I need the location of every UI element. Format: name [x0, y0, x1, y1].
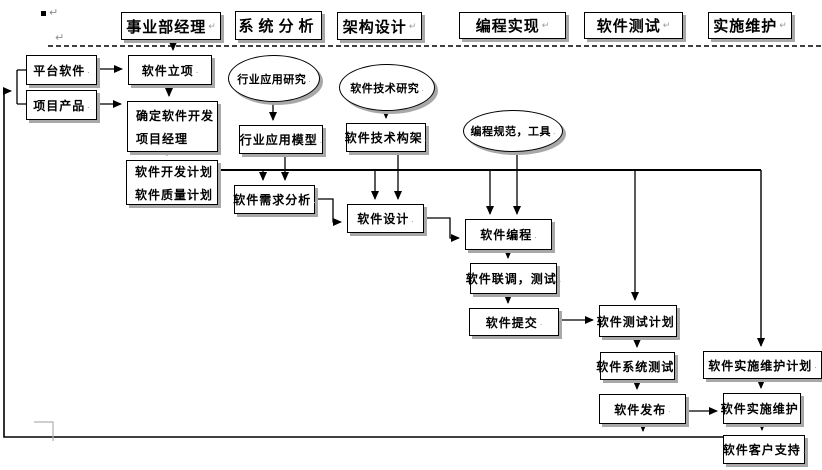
paragraph-mark-icon: .	[424, 132, 428, 143]
node-label: 项目产品	[33, 98, 86, 113]
paragraph-mark-icon: ↵	[208, 20, 216, 31]
node-label: 软件实施维护	[720, 402, 799, 416]
node-label: 软件实施维护计划	[708, 358, 813, 373]
paragraph-mark-icon: .	[534, 229, 537, 240]
node-label: 软件立项	[141, 63, 194, 78]
header-label: 实施维护	[713, 18, 778, 35]
paragraph-mark-icon: .	[308, 73, 311, 84]
paragraph-mark-icon: .	[195, 65, 199, 75]
paragraph-mark-icon: .	[800, 403, 804, 414]
header-software-testing[interactable]: 软件测试↵	[584, 12, 683, 39]
node-label: 软件需求分析	[233, 193, 312, 207]
node-software-technical-architecture[interactable]: 软件技术构架.	[344, 123, 428, 152]
paragraph-mark-icon: ↵	[408, 20, 417, 31]
node-system-test[interactable]: 软件系统测试.	[596, 352, 679, 380]
paragraph-mark-icon: ↵	[49, 7, 59, 19]
node-software-submission[interactable]: 软件提交.	[469, 308, 559, 336]
node-test-plan[interactable]: 软件测试计划.	[596, 305, 680, 337]
node-requirements-analysis[interactable]: 软件需求分析.	[233, 185, 316, 214]
header-label: 架构设计	[342, 18, 407, 36]
node-label: 软件联调，测试	[465, 272, 557, 286]
node-label: 软件编程	[480, 228, 533, 242]
paragraph-mark-icon: .	[676, 316, 680, 326]
node-label: 软件测试计划	[596, 314, 675, 329]
paragraph-mark-icon: .	[802, 444, 806, 455]
node-label: 软件系统测试	[596, 359, 675, 374]
header-programming[interactable]: 编程实现↵	[459, 12, 566, 39]
node-label: 软件提交	[485, 315, 538, 330]
paragraph-mark-icon: .	[319, 134, 323, 145]
node-label: 平台软件	[33, 63, 86, 78]
paragraph-mark-icon: .	[411, 213, 414, 224]
node-software-design[interactable]: 软件设计.	[347, 204, 424, 233]
edge-requirements-to-design	[313, 198, 342, 226]
node-integration-testing[interactable]: 软件联调，测试.	[466, 263, 561, 294]
feedback-source-bracket	[16, 69, 26, 105]
ellipse-coding-standards-tools[interactable]: 编程规范，工具.	[463, 110, 563, 152]
header-label: 软件测试	[596, 18, 661, 35]
node-label-line2: 软件质量计划	[135, 187, 214, 202]
node-label: 软件技术构架	[344, 131, 423, 145]
paragraph-mark-icon: .	[676, 361, 679, 371]
node-project-product[interactable]: 项目产品.	[26, 90, 97, 120]
header-division-manager[interactable]: 事业部经理↵	[121, 12, 221, 40]
paragraph-mark-icon: .	[552, 126, 556, 136]
edge-design-to-programming	[422, 217, 460, 242]
node-label: 软件发布	[614, 402, 667, 417]
paragraph-mark-icon: ↵	[55, 32, 65, 44]
header-label: 编程实现	[475, 18, 540, 35]
header-implementation-maintenance[interactable]: 实施维护↵	[708, 12, 792, 39]
node-label: 软件设计	[357, 212, 410, 226]
ellipse-label: 行业应用研究	[237, 73, 307, 86]
paragraph-mark-icon: .	[421, 82, 424, 93]
node-label: 行业应用模型	[239, 133, 318, 147]
feedback-return-line	[3, 91, 723, 438]
node-implementation-maintenance[interactable]: 软件实施维护.	[720, 393, 804, 424]
node-label-line2: 项目经理	[136, 131, 189, 146]
header-architecture-design[interactable]: 架构设计↵	[337, 12, 422, 40]
paragraph-mark-icon: .	[558, 273, 562, 284]
node-development-quality-plans[interactable]: 软件开发计划 软件质量计划	[126, 160, 218, 205]
paragraph-mark-icon: .	[313, 194, 316, 205]
paragraph-mark-icon: ↵	[541, 20, 550, 30]
node-software-release[interactable]: 软件发布.	[599, 394, 686, 424]
node-implementation-maintenance-plan[interactable]: 软件实施维护计划.	[703, 351, 822, 379]
ellipse-software-technology-research[interactable]: 软件技术研究.	[339, 64, 435, 111]
paragraph-mark-icon: .	[814, 360, 817, 370]
anchor-corner-mark	[34, 421, 54, 441]
node-assign-project-manager[interactable]: 确定软件开发 项目经理	[127, 101, 218, 152]
header-label: 系统分析	[238, 18, 319, 35]
paragraph-mark-icon: .	[87, 100, 90, 110]
node-software-initiation[interactable]: 软件立项.	[128, 55, 212, 85]
node-label-line1: 软件开发计划	[135, 164, 214, 179]
paragraph-mark-icon: .	[539, 317, 543, 327]
header-system-analysis[interactable]: 系统分析	[235, 11, 322, 40]
node-label: 软件客户支持	[722, 443, 801, 457]
list-bullet-mark	[41, 11, 46, 16]
node-customer-support[interactable]: 软件客户支持.	[723, 435, 805, 464]
paragraph-mark-icon: .	[87, 65, 90, 75]
ellipse-label: 软件技术研究	[350, 82, 420, 95]
paragraph-mark-icon: .	[668, 404, 671, 414]
ellipse-label: 编程规范，工具	[470, 126, 551, 138]
node-software-programming[interactable]: 软件编程.	[465, 219, 552, 250]
ellipse-domain-application-research[interactable]: 行业应用研究.	[228, 55, 320, 102]
paragraph-mark-icon: ↵	[662, 20, 671, 30]
paragraph-mark-icon: ↵	[779, 20, 787, 30]
header-label: 事业部经理	[126, 18, 207, 36]
node-platform-software[interactable]: 平台软件.	[26, 55, 97, 85]
node-label-line1: 确定软件开发	[136, 108, 215, 123]
node-domain-application-model[interactable]: 行业应用模型.	[239, 125, 323, 154]
